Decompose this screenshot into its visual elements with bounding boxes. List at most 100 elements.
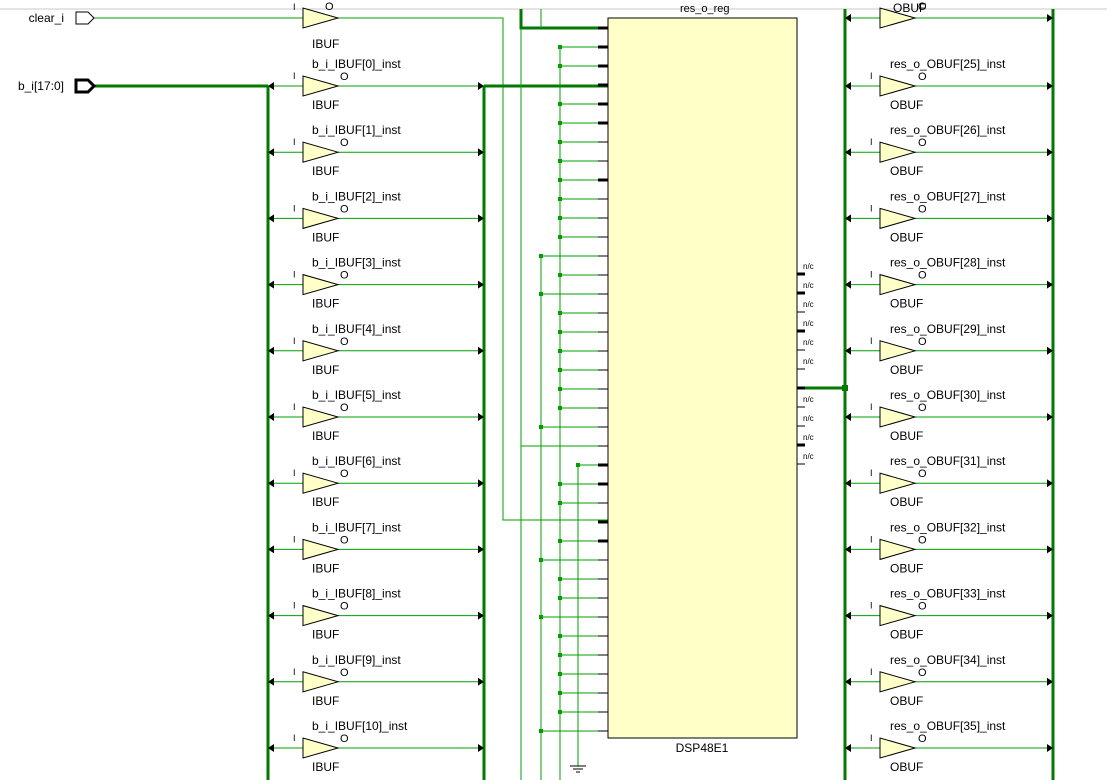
clk-net	[520, 445, 598, 456]
obuf-pin-i: I	[870, 468, 873, 478]
obuf-pin-i: I	[870, 270, 873, 280]
ibuf-top-pin-i: I	[293, 2, 296, 12]
buffer-triangle-icon[interactable]	[879, 340, 917, 362]
buffer-triangle-icon[interactable]	[302, 737, 340, 759]
arrow-icon	[845, 413, 851, 421]
ibuf-type-label: IBUF	[312, 760, 339, 774]
arrow-icon	[1047, 148, 1053, 157]
buffer-triangle-icon[interactable]	[302, 538, 340, 561]
buffer-triangle-icon[interactable]	[879, 538, 917, 561]
arrow-icon	[478, 280, 484, 289]
arrow-icon	[268, 148, 274, 157]
arrow-icon	[478, 479, 484, 488]
obuf-type-label: OBUF	[890, 628, 923, 642]
arrow-icon	[1047, 744, 1053, 752]
obuf-instance-name: res_o_OBUF[26]_inst	[890, 123, 1006, 137]
arrow-icon	[1047, 82, 1053, 90]
obuf-type-label: OBUF	[890, 495, 923, 509]
obuf-instance-name: res_o_OBUF[32]_inst	[890, 520, 1006, 534]
buffer-triangle-icon[interactable]	[302, 406, 340, 428]
buffer-triangle-icon[interactable]	[879, 737, 917, 759]
obuf-pin-i: I	[870, 667, 873, 677]
arrow-icon	[478, 611, 484, 620]
junction-dot	[539, 615, 543, 619]
buffer-triangle-icon[interactable]	[879, 604, 917, 627]
arrow-icon	[268, 611, 274, 620]
no-connect-label: n/c	[803, 433, 814, 442]
buffer-triangle-icon[interactable]	[302, 207, 340, 230]
obuf-instance-name: res_o_OBUF[27]_inst	[890, 189, 1006, 203]
obuf-pin-i: I	[870, 733, 873, 743]
arrow-icon	[268, 413, 274, 421]
junction-dot	[558, 653, 562, 657]
buffer-triangle-icon[interactable]	[879, 406, 917, 428]
ibuf-pin-i: I	[293, 203, 296, 213]
arrow-icon	[478, 744, 484, 752]
ibuf-instance-name: b_i_IBUF[0]_inst	[312, 57, 401, 71]
obuf-instance-name: res_o_OBUF[33]_inst	[890, 587, 1006, 601]
obuf-pin-o: O	[918, 71, 927, 83]
arrow-icon	[845, 545, 851, 554]
buffer-triangle-icon[interactable]	[879, 472, 917, 494]
buffer-triangle-icon[interactable]	[302, 75, 340, 97]
obuf-pin-i: I	[870, 71, 873, 81]
arrow-icon	[268, 280, 274, 289]
junction-dot	[558, 387, 562, 391]
buffer-triangle-icon[interactable]	[302, 472, 340, 494]
ibuf-type-label: IBUF	[312, 429, 339, 443]
buffer-triangle-icon[interactable]	[302, 340, 340, 362]
obuf-type-label: OBUF	[890, 429, 923, 443]
obuf-type-label: OBUF	[890, 230, 923, 244]
ibuf-pin-o: O	[340, 270, 349, 282]
junction-dot	[558, 539, 562, 543]
buffer-triangle-icon[interactable]	[302, 273, 340, 296]
buffer-triangle-icon[interactable]	[879, 273, 917, 296]
b-i-port-icon[interactable]	[74, 78, 97, 94]
arrow-icon	[845, 677, 851, 686]
obuf-type-label: OBUF	[890, 297, 923, 311]
ibuf-type-label: IBUF	[312, 495, 339, 509]
arrow-icon	[1047, 346, 1053, 355]
buffer-triangle-icon[interactable]	[879, 75, 917, 97]
dsp48e1-cell[interactable]	[607, 17, 798, 739]
no-connect-label: n/c	[803, 452, 814, 461]
buffer-triangle-icon[interactable]	[302, 141, 340, 163]
buffer-triangle-icon[interactable]	[879, 141, 917, 163]
ibuf-instance-name: b_i_IBUF[3]_inst	[312, 256, 401, 270]
obuf-type-label: OBUF	[890, 561, 923, 575]
obuf-type-label: OBUF	[890, 98, 923, 112]
junction-dot	[558, 596, 562, 600]
junction-dot	[558, 349, 562, 353]
buffer-triangle-icon[interactable]	[302, 604, 340, 627]
ibuf-type-label: IBUF	[312, 98, 339, 112]
buffer-triangle-icon[interactable]	[302, 671, 340, 693]
no-connect-label: n/c	[803, 281, 814, 290]
clear-i-port-icon[interactable]	[75, 11, 95, 25]
ibuf-pin-i: I	[293, 402, 296, 412]
buffer-triangle-icon[interactable]	[879, 671, 917, 693]
buffer-triangle-icon[interactable]	[879, 207, 917, 230]
